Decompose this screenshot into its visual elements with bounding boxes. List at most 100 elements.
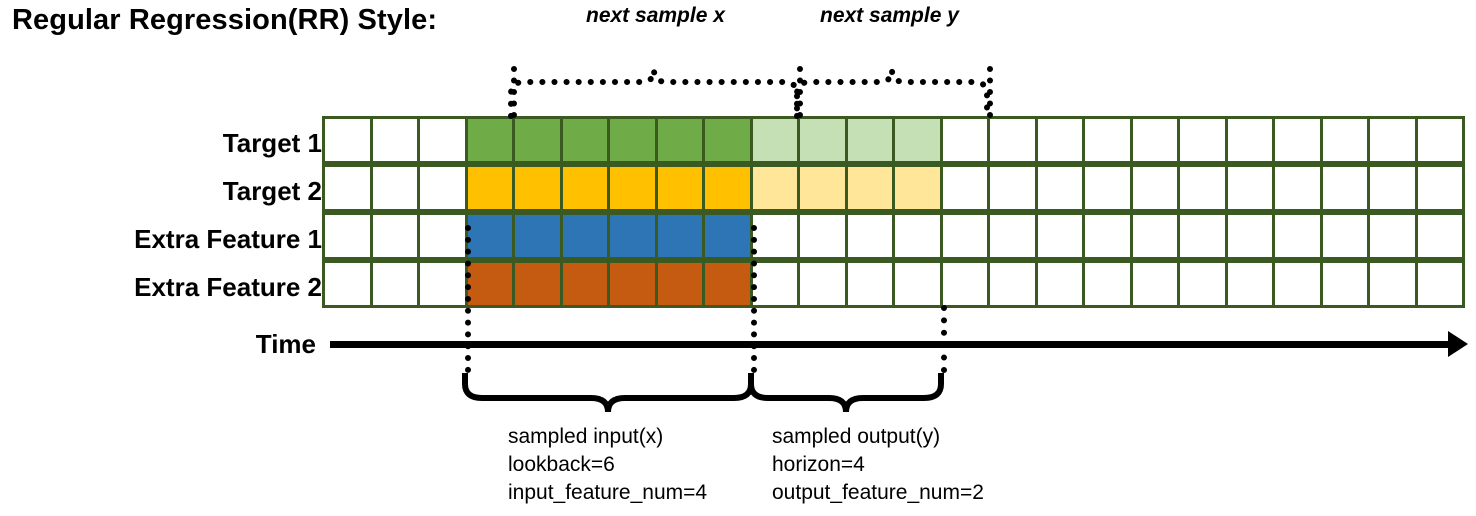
grid-cell-extra-feature-2-22 xyxy=(1367,260,1418,308)
grid-cell-target-2-0 xyxy=(322,164,373,212)
dotted-boundary-input-start xyxy=(465,225,471,373)
grid-cell-target-2-12 xyxy=(892,164,943,212)
page-title: Regular Regression(RR) Style: xyxy=(12,4,438,36)
grid-cell-target-1-8 xyxy=(702,116,753,164)
grid-cell-target-2-15 xyxy=(1034,164,1085,212)
grid-cell-target-2-6 xyxy=(607,164,658,212)
grid-cell-target-2-21 xyxy=(1319,164,1370,212)
grid-cell-extra-feature-1-14 xyxy=(987,212,1038,260)
grid-cell-target-1-10 xyxy=(797,116,848,164)
grid-cell-extra-feature-2-0 xyxy=(322,260,373,308)
grid-cell-extra-feature-1-12 xyxy=(892,212,943,260)
grid-cell-target-2-7 xyxy=(654,164,705,212)
grid-cell-extra-feature-1-0 xyxy=(322,212,373,260)
grid-cell-extra-feature-1-15 xyxy=(1034,212,1085,260)
grid-cell-target-2-23 xyxy=(1414,164,1465,212)
grid-cell-extra-feature-2-20 xyxy=(1272,260,1323,308)
grid-cell-target-1-22 xyxy=(1367,116,1418,164)
grid-cell-extra-feature-2-4 xyxy=(512,260,563,308)
grid-cell-extra-feature-1-20 xyxy=(1272,212,1323,260)
grid-cell-target-2-3 xyxy=(464,164,515,212)
dotted-boundary-output-end xyxy=(941,305,947,373)
dotted-connector-top-mid xyxy=(797,66,803,118)
row-label-target-2: Target 2 xyxy=(222,176,322,206)
grid-cell-target-1-15 xyxy=(1034,116,1085,164)
grid-cell-extra-feature-2-1 xyxy=(369,260,420,308)
grid-cell-extra-feature-1-10 xyxy=(797,212,848,260)
grid-cell-extra-feature-2-9 xyxy=(749,260,800,308)
grid-cell-target-1-5 xyxy=(559,116,610,164)
sampled-output-line-2: horizon=4 xyxy=(772,452,865,476)
grid-cell-extra-feature-2-3 xyxy=(464,260,515,308)
grid-cell-target-1-13 xyxy=(939,116,990,164)
row-label-extra-feature-2: Extra Feature 2 xyxy=(134,272,322,302)
grid-cell-target-2-19 xyxy=(1224,164,1275,212)
grid-cell-extra-feature-1-13 xyxy=(939,212,990,260)
grid-cell-target-1-4 xyxy=(512,116,563,164)
grid-cell-target-1-20 xyxy=(1272,116,1323,164)
grid-cell-extra-feature-1-21 xyxy=(1319,212,1370,260)
sampled-input-line-2: lookback=6 xyxy=(508,452,615,476)
grid-cell-target-1-16 xyxy=(1082,116,1133,164)
grid-cell-target-2-11 xyxy=(844,164,895,212)
grid-row-extra-feature-1 xyxy=(322,212,1465,260)
grid-cell-target-1-11 xyxy=(844,116,895,164)
grid-cell-target-1-12 xyxy=(892,116,943,164)
grid-cell-extra-feature-1-9 xyxy=(749,212,800,260)
grid-cell-extra-feature-2-23 xyxy=(1414,260,1465,308)
grid-cell-extra-feature-2-14 xyxy=(987,260,1038,308)
brace-sampled-input xyxy=(462,373,754,413)
time-axis-label: Time xyxy=(255,329,316,359)
grid-cell-extra-feature-2-11 xyxy=(844,260,895,308)
grid-cell-target-2-5 xyxy=(559,164,610,212)
grid-cell-target-1-3 xyxy=(464,116,515,164)
grid-cell-target-1-2 xyxy=(417,116,468,164)
grid-cell-extra-feature-1-23 xyxy=(1414,212,1465,260)
grid-row-target-2 xyxy=(322,164,1465,212)
grid-row-target-1 xyxy=(322,116,1465,164)
grid-cell-extra-feature-1-22 xyxy=(1367,212,1418,260)
grid-cell-target-2-10 xyxy=(797,164,848,212)
grid-cell-target-1-19 xyxy=(1224,116,1275,164)
time-axis-line xyxy=(330,341,1458,348)
dotted-boundary-input-end xyxy=(751,225,757,373)
grid-cell-target-1-17 xyxy=(1129,116,1180,164)
grid-cell-target-2-9 xyxy=(749,164,800,212)
grid-cell-extra-feature-1-17 xyxy=(1129,212,1180,260)
grid-cell-extra-feature-1-2 xyxy=(417,212,468,260)
grid-cell-extra-feature-2-19 xyxy=(1224,260,1275,308)
grid-cell-target-2-20 xyxy=(1272,164,1323,212)
annotation-next-sample-x: next sample x xyxy=(586,4,725,27)
grid-cell-extra-feature-2-8 xyxy=(702,260,753,308)
grid-cell-target-2-13 xyxy=(939,164,990,212)
grid-cell-extra-feature-1-3 xyxy=(464,212,515,260)
grid-cell-target-1-21 xyxy=(1319,116,1370,164)
grid-cell-target-2-1 xyxy=(369,164,420,212)
grid-cell-target-2-22 xyxy=(1367,164,1418,212)
grid-cell-extra-feature-2-17 xyxy=(1129,260,1180,308)
grid-cell-target-1-18 xyxy=(1177,116,1228,164)
grid-cell-target-2-18 xyxy=(1177,164,1228,212)
grid-cell-extra-feature-1-8 xyxy=(702,212,753,260)
grid-cell-extra-feature-2-10 xyxy=(797,260,848,308)
grid-cell-extra-feature-2-16 xyxy=(1082,260,1133,308)
annotation-sampled-input: sampled input(x) lookback=6 input_featur… xyxy=(508,423,707,507)
grid-cell-target-1-23 xyxy=(1414,116,1465,164)
grid-cell-target-2-14 xyxy=(987,164,1038,212)
grid-cell-extra-feature-2-21 xyxy=(1319,260,1370,308)
grid-cell-extra-feature-2-7 xyxy=(654,260,705,308)
grid-cell-extra-feature-1-5 xyxy=(559,212,610,260)
annotation-next-sample-y: next sample y xyxy=(820,4,959,27)
sampled-input-line-1: sampled input(x) xyxy=(508,425,664,448)
row-label-extra-feature-1: Extra Feature 1 xyxy=(134,224,322,254)
brace-next-sample-y xyxy=(794,69,990,119)
grid-cell-target-2-17 xyxy=(1129,164,1180,212)
grid-cell-extra-feature-1-19 xyxy=(1224,212,1275,260)
row-label-target-1: Target 1 xyxy=(222,128,322,158)
grid-cell-extra-feature-2-18 xyxy=(1177,260,1228,308)
grid-cell-extra-feature-1-7 xyxy=(654,212,705,260)
dotted-connector-top-right xyxy=(987,66,993,118)
sampled-input-line-3: input_feature_num=4 xyxy=(508,480,708,504)
brace-sampled-output xyxy=(748,373,944,413)
